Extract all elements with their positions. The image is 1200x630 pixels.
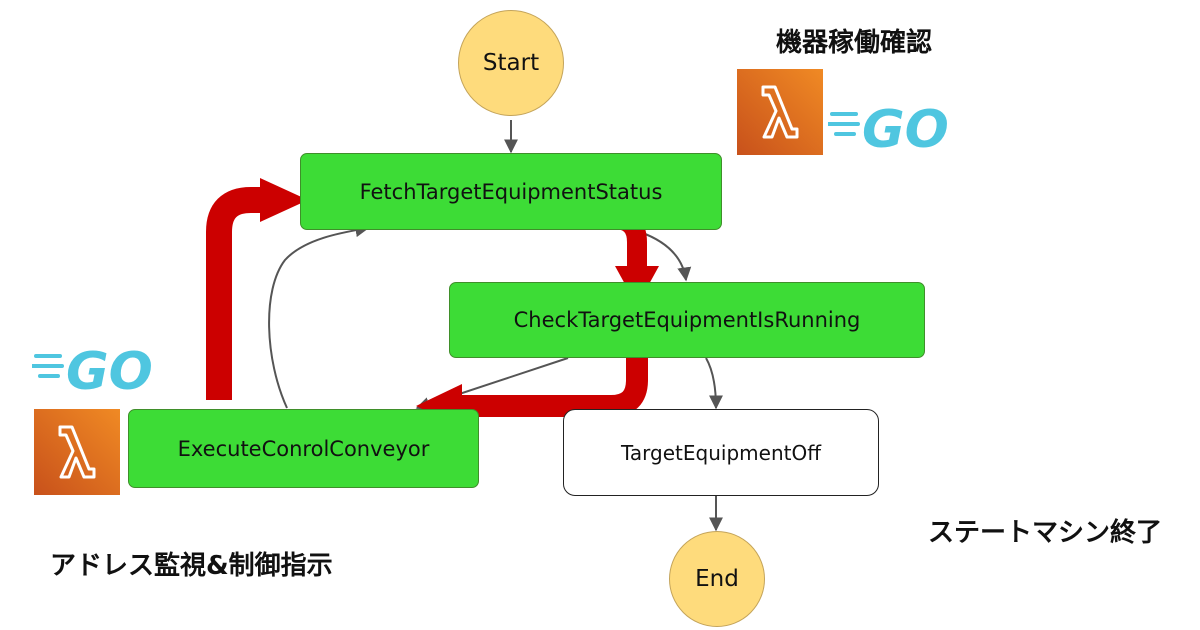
go-logo-text: GO <box>862 100 949 154</box>
execute-control-conveyor-node[interactable]: ExecuteConrolConveyor <box>128 409 479 488</box>
edge-fetch-to-check <box>639 231 692 282</box>
go-logo-left: GO <box>32 340 160 396</box>
start-label: Start <box>482 50 540 76</box>
aws-lambda-icon-left <box>34 409 120 495</box>
execute-control-conveyor-label: ExecuteConrolConveyor <box>177 436 430 461</box>
go-logo-text: GO <box>66 342 153 396</box>
highlight-arrow-loop <box>206 178 308 400</box>
check-target-equipment-is-running-label: CheckTargetEquipmentIsRunning <box>513 308 861 332</box>
go-speed-lines <box>32 354 64 378</box>
fetch-target-equipment-status-label: FetchTargetEquipmentStatus <box>359 179 663 204</box>
caption-state-machine-end: ステートマシン終了 <box>928 518 1163 548</box>
caption-address-control: アドレス監視&制御指示 <box>50 551 333 581</box>
go-speed-lines <box>828 112 860 136</box>
end-node[interactable]: End <box>669 531 765 627</box>
start-node[interactable]: Start <box>458 10 564 116</box>
target-equipment-off-node[interactable]: TargetEquipmentOff <box>563 409 879 496</box>
caption-status-check: 機器稼働確認 <box>776 28 933 58</box>
aws-lambda-icon <box>737 69 823 155</box>
edge-execute-to-fetch <box>268 223 370 409</box>
end-label: End <box>695 566 739 592</box>
check-target-equipment-is-running-node[interactable]: CheckTargetEquipmentIsRunning <box>449 282 925 358</box>
go-logo-top: GO <box>828 98 956 154</box>
edge-check-to-off <box>705 357 723 410</box>
fetch-target-equipment-status-node[interactable]: FetchTargetEquipmentStatus <box>300 153 722 230</box>
target-equipment-off-label: TargetEquipmentOff <box>621 440 821 465</box>
